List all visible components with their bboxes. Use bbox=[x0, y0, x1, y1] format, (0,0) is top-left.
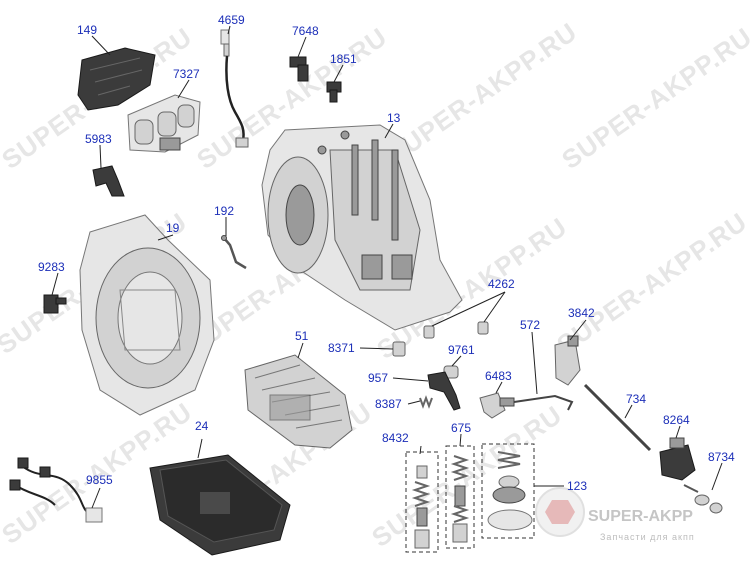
watermark: SUPER-AKPP.RU bbox=[381, 16, 582, 170]
callout-8264[interactable]: 8264 bbox=[663, 413, 690, 427]
callout-labels: 149 4659 7648 1851 7327 13 5983 192 19 9… bbox=[38, 13, 735, 493]
callout-123[interactable]: 123 bbox=[567, 479, 587, 493]
callout-675[interactable]: 675 bbox=[451, 421, 471, 435]
part-123-accumulator[interactable] bbox=[481, 443, 535, 539]
callout-51[interactable]: 51 bbox=[295, 329, 309, 343]
part-1851-sensor[interactable] bbox=[326, 81, 342, 103]
callout-5983[interactable]: 5983 bbox=[85, 132, 112, 146]
callout-3842[interactable]: 3842 bbox=[568, 306, 595, 320]
part-3842-lever[interactable] bbox=[554, 335, 581, 386]
callout-8432[interactable]: 8432 bbox=[382, 431, 409, 445]
callout-9283[interactable]: 9283 bbox=[38, 260, 65, 274]
part-5983-bracket[interactable] bbox=[92, 165, 125, 197]
callout-572[interactable]: 572 bbox=[520, 318, 540, 332]
callout-4659[interactable]: 4659 bbox=[218, 13, 245, 27]
part-4659-harness[interactable] bbox=[220, 29, 249, 148]
part-149-cover[interactable] bbox=[77, 47, 156, 111]
callout-9761[interactable]: 9761 bbox=[448, 343, 475, 357]
callout-1851[interactable]: 1851 bbox=[330, 52, 357, 66]
part-8264-range-sensor[interactable] bbox=[659, 437, 696, 481]
callout-13[interactable]: 13 bbox=[387, 111, 401, 125]
callout-24[interactable]: 24 bbox=[195, 419, 209, 433]
part-8371-plug[interactable] bbox=[392, 341, 406, 357]
part-734-shaft[interactable] bbox=[583, 383, 652, 452]
part-957-lever[interactable] bbox=[427, 371, 461, 411]
part-572-rod[interactable] bbox=[513, 394, 574, 411]
part-9855-harness[interactable] bbox=[9, 457, 103, 523]
callout-19[interactable]: 19 bbox=[166, 221, 180, 235]
part-9283-sensor[interactable] bbox=[43, 294, 67, 314]
part-8734-washer-nut[interactable] bbox=[683, 484, 723, 514]
callout-8387[interactable]: 8387 bbox=[375, 397, 402, 411]
callout-9855[interactable]: 9855 bbox=[86, 473, 113, 487]
callout-6483[interactable]: 6483 bbox=[485, 369, 512, 383]
callout-7327[interactable]: 7327 bbox=[173, 67, 200, 81]
part-8432-valve-group[interactable] bbox=[405, 451, 439, 553]
super-akpp-logo: SUPER-AKPP Запчасти для акпп bbox=[535, 487, 695, 542]
part-7648-sensor[interactable] bbox=[289, 56, 309, 82]
part-4262-plugs[interactable] bbox=[423, 321, 489, 339]
callout-8734[interactable]: 8734 bbox=[708, 450, 735, 464]
callout-957[interactable]: 957 bbox=[368, 371, 388, 385]
watermark: SUPER-AKPP.RU bbox=[556, 21, 755, 175]
callout-734[interactable]: 734 bbox=[626, 392, 646, 406]
logo-name: SUPER-AKPP bbox=[588, 508, 693, 525]
callout-7648[interactable]: 7648 bbox=[292, 24, 319, 38]
logo-subtitle: Запчасти для акпп bbox=[600, 532, 695, 542]
part-13-transmission-case[interactable] bbox=[261, 124, 463, 331]
part-51-valve-body[interactable] bbox=[244, 354, 353, 449]
callout-192[interactable]: 192 bbox=[214, 204, 234, 218]
part-24-oil-pan[interactable] bbox=[149, 454, 291, 556]
leader-lines bbox=[51, 25, 723, 509]
callout-149[interactable]: 149 bbox=[77, 23, 97, 37]
watermark: SUPER-AKPP.RU bbox=[551, 206, 752, 360]
callout-8371[interactable]: 8371 bbox=[328, 341, 355, 355]
part-192-rod[interactable] bbox=[221, 235, 247, 270]
part-8387-spring[interactable] bbox=[419, 395, 433, 409]
part-7327-solenoid-block[interactable] bbox=[127, 94, 201, 153]
part-19-converter-housing[interactable] bbox=[79, 214, 215, 416]
callout-4262[interactable]: 4262 bbox=[488, 277, 515, 291]
part-6483-detent[interactable] bbox=[479, 392, 515, 419]
